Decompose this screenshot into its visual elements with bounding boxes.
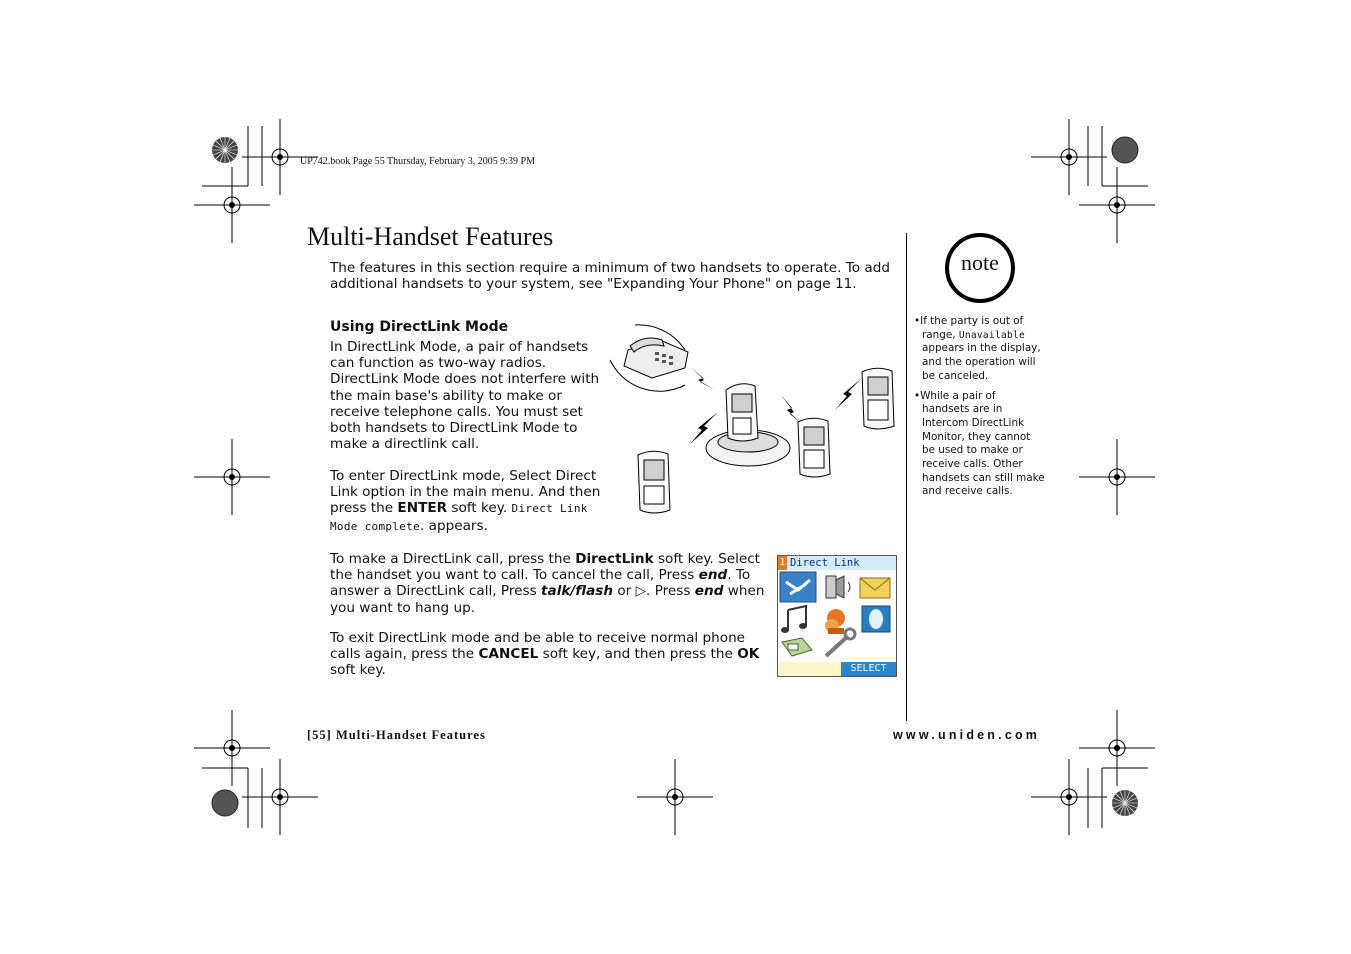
lcd-message: Direct Link Mode complete (330, 502, 588, 533)
registration-mark-icon (193, 166, 271, 244)
intro-paragraph: The features in this section require a m… (330, 260, 890, 293)
lcd-message: Unavailable (958, 329, 1026, 341)
display-select-softkey: SELECT (841, 662, 896, 676)
phonebook-menu-icon (825, 609, 845, 634)
enter-directlink-paragraph: To enter DirectLink mode, Select Direct … (330, 468, 601, 534)
page-footer-title: [55] Multi-Handset Features (307, 728, 486, 742)
note-item: •If the party is out of range, Unavailab… (914, 315, 1041, 382)
directlink-menu-icon (779, 571, 817, 603)
registration-mark-icon (1078, 166, 1156, 244)
end-key-label: end (698, 567, 728, 584)
registration-mark-icon (193, 709, 271, 787)
handset-icon (637, 450, 671, 514)
base-station-icon (705, 383, 791, 467)
envelope-menu-icon (859, 577, 891, 599)
menu-icon-grid (779, 571, 891, 658)
section-heading: Using DirectLink Mode (330, 319, 509, 335)
gray-target-icon (1111, 136, 1139, 164)
note-badge-icon (945, 233, 1015, 303)
registration-mark-icon (1078, 438, 1156, 516)
display-title-bar (778, 556, 896, 570)
cancel-key-label: CANCEL (478, 646, 539, 663)
phone-display: 1 Direct Link SELECT (777, 555, 897, 677)
star-target-icon (1111, 789, 1139, 817)
end-key-label: end (694, 583, 724, 600)
enter-key-label: ENTER (397, 500, 448, 517)
make-call-paragraph: To make a DirectLink call, press the Dir… (330, 551, 765, 616)
sidebar-notes: •If the party is out of range, Unavailab… (914, 315, 1046, 505)
note-label: note (961, 250, 999, 275)
tools-menu-icon (781, 637, 813, 657)
registration-mark-icon (1030, 118, 1108, 196)
directlink-illustration (609, 324, 895, 514)
music-note-menu-icon (781, 604, 807, 633)
website-link[interactable]: www.uniden.com (893, 728, 1041, 742)
registration-mark-icon (636, 758, 714, 836)
registration-mark-icon (241, 758, 319, 836)
registration-mark-icon (1030, 758, 1108, 836)
note-item: •While a pair of handsets are in Interco… (914, 389, 1045, 498)
volume-menu-icon (825, 575, 851, 599)
column-divider (906, 233, 907, 721)
directlink-key-label: DirectLink (575, 551, 654, 567)
star-target-icon (211, 136, 239, 164)
directlink-description: In DirectLink Mode, a pair of handsets c… (330, 339, 600, 453)
settings-menu-icon (861, 605, 891, 633)
wrench-menu-icon (824, 627, 857, 658)
registration-mark-icon (1078, 709, 1156, 787)
right-arrow-icon: ▷ (635, 583, 647, 600)
exit-directlink-paragraph: To exit DirectLink mode and be able to r… (330, 630, 760, 679)
handset-icon (797, 417, 831, 478)
display-title: Direct Link (790, 557, 860, 569)
registration-mark-icon (193, 438, 271, 516)
ok-key-label: OK (737, 646, 760, 663)
corded-phone-icon (609, 324, 689, 392)
print-stamp: UP742.book Page 55 Thursday, February 3,… (300, 156, 535, 167)
gray-target-icon (211, 789, 239, 817)
talk-flash-key-label: talk/flash (541, 583, 614, 600)
page-title: Multi-Handset Features (307, 222, 554, 251)
signal-bolt-icon (690, 368, 862, 444)
display-menu-number: 1 (778, 556, 787, 570)
handset-icon (861, 367, 895, 430)
